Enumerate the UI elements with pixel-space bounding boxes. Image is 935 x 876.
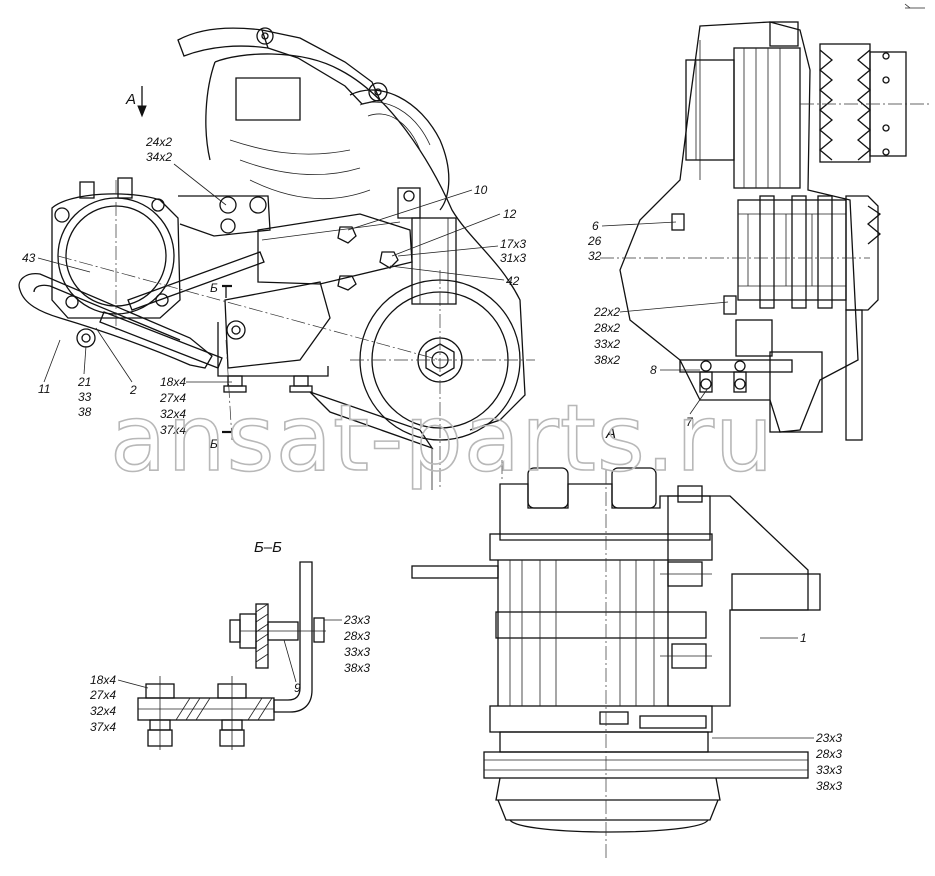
bb-callout-18x4: 18х4: [90, 673, 116, 687]
callout-42: 42: [506, 274, 520, 288]
callout-38: 38: [78, 405, 92, 419]
callout-28x2: 28х2: [593, 321, 620, 335]
callout-27x4: 27х4: [159, 391, 186, 405]
side-view-labels: 6 26 32 22х2 28х2 33х2 38х2 8 7: [587, 219, 729, 429]
callout-18x4: 18х4: [160, 375, 186, 389]
bb-callout-28x3: 28х3: [343, 629, 370, 643]
main-front-view: [18, 27, 535, 490]
callout-24x2: 24х2: [145, 135, 172, 149]
callout-17x3: 17х3: [500, 237, 526, 251]
callout-11: 11: [38, 382, 50, 396]
viewa-callout-33x3: 33х3: [816, 763, 842, 777]
section-mark-bottom: Б: [210, 437, 218, 451]
callout-32: 32: [588, 249, 602, 263]
callout-34x2: 34х2: [146, 150, 172, 164]
callout-31x3: 31х3: [500, 251, 526, 265]
callout-21: 21: [77, 375, 91, 389]
bb-callout-27x4: 27х4: [89, 688, 116, 702]
bb-callout-33x3: 33х3: [344, 645, 370, 659]
main-view-labels: А Б Б 24х2 34х2 10 12 17х3 31х3 42 43 11…: [22, 91, 526, 451]
callout-37x4: 37х4: [160, 423, 186, 437]
view-a-labels: А 1 23х3 28х3 33х3 38х3: [605, 425, 842, 793]
section-bb-labels: Б–Б 23х3 28х3 33х3 38х3 18х4 27х4 32х4 3…: [89, 539, 370, 734]
viewa-callout-1: 1: [800, 631, 807, 645]
callout-6: 6: [592, 219, 599, 233]
bb-callout-9: 9: [294, 681, 301, 695]
callout-22x2: 22х2: [593, 305, 620, 319]
section-bb-view: [137, 561, 326, 750]
viewa-callout-23x3: 23х3: [815, 731, 842, 745]
callout-10: 10: [474, 183, 488, 197]
callout-8: 8: [650, 363, 657, 377]
bb-callout-38x3: 38х3: [344, 661, 370, 675]
section-mark-top: Б: [210, 281, 218, 295]
view-a-mark: А: [125, 91, 136, 108]
callout-7: 7: [686, 415, 694, 429]
corner-mark: [904, 3, 925, 9]
callout-26: 26: [587, 234, 602, 248]
callout-33x2: 33х2: [594, 337, 620, 351]
view-a: [411, 460, 821, 860]
callout-12: 12: [503, 207, 517, 221]
callout-32x4: 32х4: [160, 407, 186, 421]
callout-38x2: 38х2: [594, 353, 620, 367]
side-view: [600, 21, 930, 441]
bb-callout-23x3: 23х3: [343, 613, 370, 627]
bb-callout-32x4: 32х4: [90, 704, 116, 718]
watermark: ansat-parts.ru: [110, 385, 774, 492]
viewa-callout-38x3: 38х3: [816, 779, 842, 793]
section-bb-title: Б–Б: [254, 539, 282, 556]
bb-callout-37x4: 37х4: [90, 720, 116, 734]
callout-43: 43: [22, 251, 36, 265]
view-a-title: А: [605, 425, 616, 442]
callout-2: 2: [129, 383, 137, 397]
viewa-callout-28x3: 28х3: [815, 747, 842, 761]
callout-33: 33: [78, 390, 92, 404]
